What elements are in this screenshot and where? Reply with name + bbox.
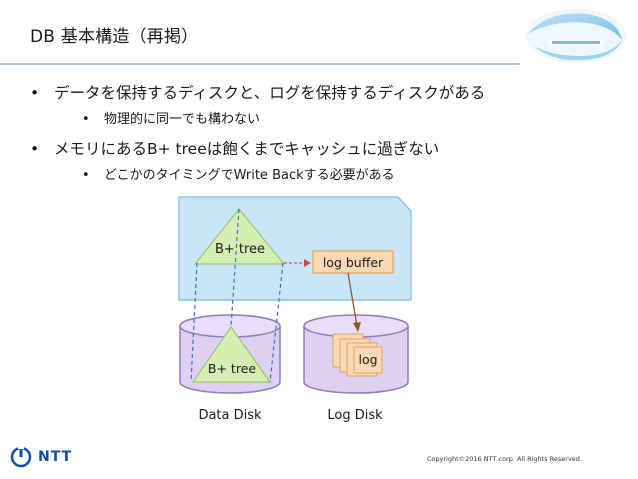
projection-line-middle <box>230 208 240 328</box>
btree-to-logbuffer-arrowhead <box>304 259 311 267</box>
disk-btree-label: B+ tree <box>208 361 256 376</box>
bullet-list: • データを保持するディスクと、ログを保持するディスクがある • 物理的に同一で… <box>30 82 610 194</box>
disk-btree-triangle <box>191 325 272 383</box>
log-disk-label: Log Disk <box>327 408 383 423</box>
log-buffer-label: log buffer <box>323 255 384 270</box>
copyright-notice: Copyright©2016 NTT corp. All Rights Rese… <box>426 455 582 463</box>
memory-btree-triangle <box>193 208 286 265</box>
bullet-marker: • <box>30 84 40 102</box>
sub-bullet-text: どこかのタイミングでWrite Backする必要がある <box>104 168 395 183</box>
page-title: DB 基本構造（再掲） <box>30 27 199 47</box>
bullet-item: • データを保持するディスクと、ログを保持するディスクがある <box>30 82 610 104</box>
sub-bullet-item: • どこかのタイミングでWrite Backする必要がある <box>30 166 610 186</box>
sub-bullet-item: • 物理的に同一でも構わない <box>30 110 610 130</box>
logbuffer-to-log-arrow <box>347 272 358 327</box>
ntt-logo-icon <box>10 446 32 468</box>
logbuffer-to-log-arrowhead <box>353 322 361 332</box>
ntt-logo: NTT <box>10 446 72 468</box>
data-disk-label: Data Disk <box>198 408 262 423</box>
memory-btree-label: B+ tree <box>215 242 265 257</box>
sub-bullet-text: 物理的に同一でも構わない <box>104 112 261 127</box>
innovative-rd-logo <box>518 6 628 70</box>
projection-line-right <box>269 262 284 383</box>
title-divider <box>0 63 520 65</box>
log-buffer-box <box>312 250 394 274</box>
bullet-text: メモリにあるB+ treeは飽くまでキャッシュに過ぎない <box>54 140 440 158</box>
ntt-logo-text: NTT <box>38 449 73 465</box>
log-label: log <box>358 352 377 367</box>
bullet-marker: • <box>30 140 40 158</box>
projection-line-left <box>190 262 198 383</box>
logo-graphic <box>526 9 626 63</box>
log-page-front <box>353 346 383 374</box>
bullet-marker: • <box>82 168 90 183</box>
bullet-text: データを保持するディスクと、ログを保持するディスクがある <box>54 84 486 102</box>
bullet-item: • メモリにあるB+ treeは飽くまでキャッシュに過ぎない <box>30 138 610 160</box>
bullet-marker: • <box>82 112 90 127</box>
